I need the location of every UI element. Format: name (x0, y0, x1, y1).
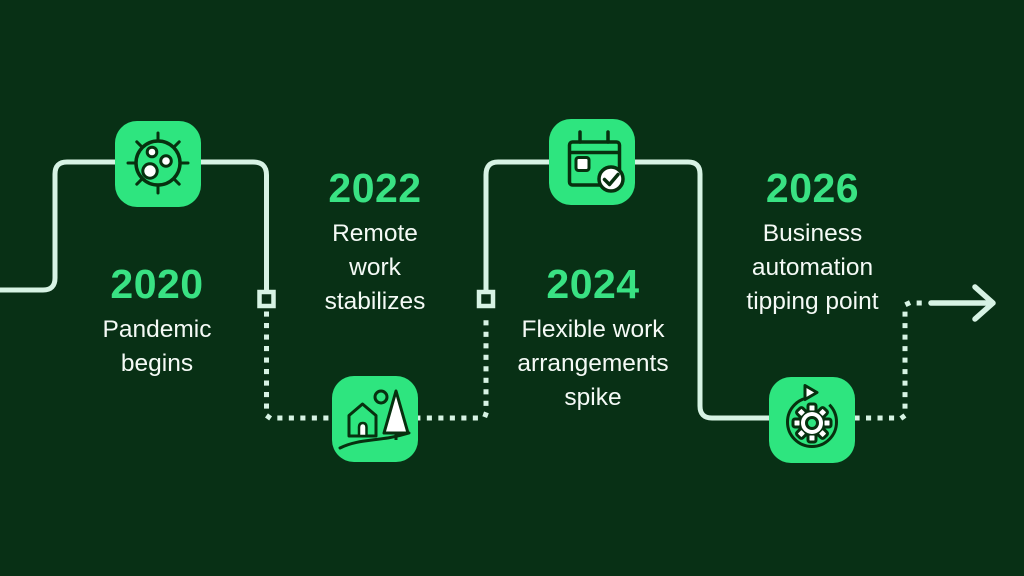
check-mark (602, 172, 620, 187)
virus-dot-medium (159, 154, 173, 168)
home-nature-icon (338, 389, 411, 450)
connector-dotted-segment-1 (264, 311, 489, 421)
connector-dotted-segment-2 (854, 300, 924, 421)
calendar-pegs (578, 130, 610, 144)
hill-shape (338, 431, 411, 450)
calendar-body (567, 140, 622, 187)
node-connector-2024 (476, 289, 496, 309)
node-connector-2020 (257, 289, 276, 309)
arrow-right-icon (928, 284, 996, 322)
virus-body (134, 139, 182, 187)
milestone-year: 2024 (546, 261, 640, 307)
milestone-2024: 2024 Flexible work arrangements spike (468, 262, 718, 415)
milestone-tile-2024 (549, 119, 635, 205)
check-circle (597, 165, 625, 193)
milestone-2022: 2022 Remote work stabilizes (265, 166, 485, 319)
calendar-check-icon (567, 130, 625, 193)
door-shape (357, 421, 368, 438)
milestone-label: Flexible work arrangements spike (517, 316, 669, 411)
house-shape (347, 402, 378, 438)
milestone-year: 2020 (110, 261, 204, 307)
play-triangle (803, 384, 819, 401)
milestone-year: 2022 (328, 165, 422, 211)
automation-cycle-icon (786, 384, 838, 448)
connector-solid-segment-1 (0, 159, 269, 293)
milestone-tile-2022 (332, 376, 418, 462)
milestone-label: Business automation tipping point (746, 220, 879, 315)
calendar-day-square (574, 156, 591, 172)
virus-icon (126, 131, 190, 195)
milestone-tile-2020 (115, 121, 201, 207)
milestone-label: Remote work stabilizes (324, 220, 426, 315)
sun-shape (373, 389, 389, 405)
milestone-2020: 2020 Pandemic begins (47, 262, 267, 381)
milestone-label: Pandemic begins (102, 316, 212, 377)
gear-shape (791, 402, 833, 444)
milestone-tile-2026 (769, 377, 855, 463)
milestone-2026: 2026 Business automation tipping point (690, 166, 935, 319)
virus-dot-small (145, 145, 159, 159)
virus-dot-large (141, 162, 159, 180)
connector-solid-segment-2 (483, 159, 805, 421)
milestone-year: 2026 (765, 165, 860, 211)
